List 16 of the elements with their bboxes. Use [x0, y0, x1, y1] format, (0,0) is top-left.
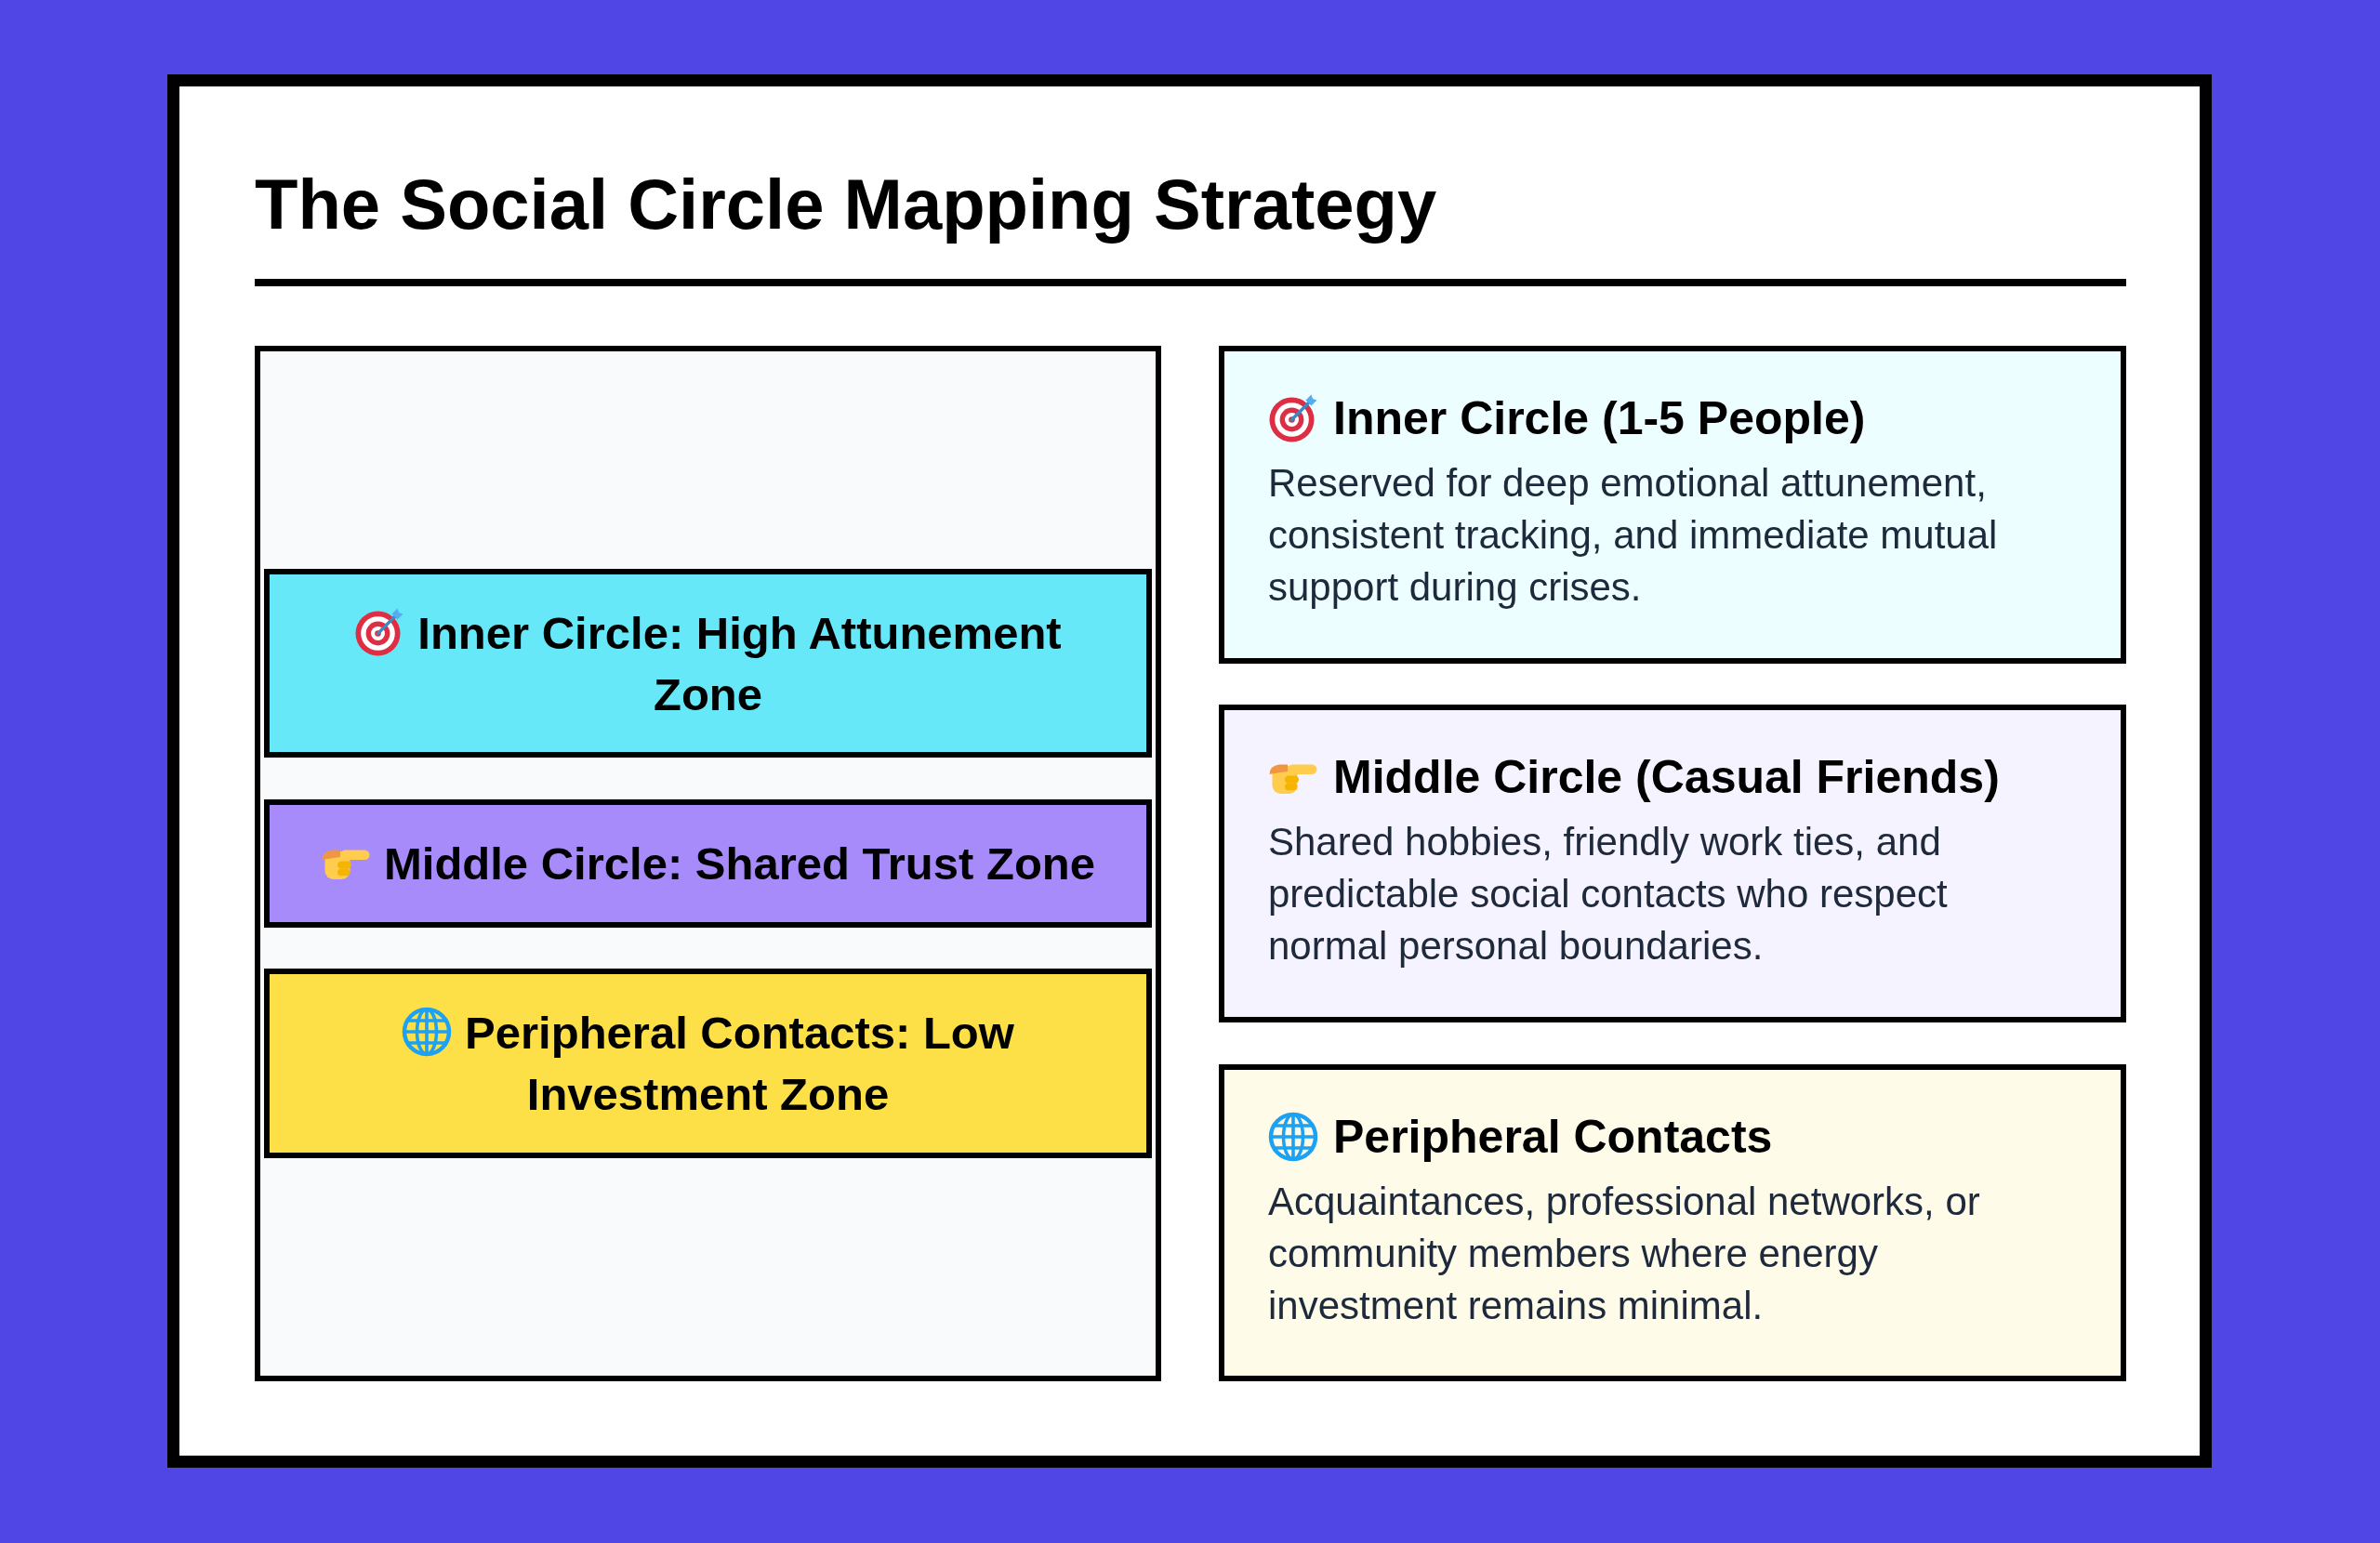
info-card [1219, 705, 2126, 1022]
card-description: Reserved for deep emotional attunement, consistent tracking, and immediate mutual support during crises. [1268, 460, 1999, 611]
card-description: Shared hobbies, friendly work ties, and predictable social contacts who respect normal personal boundaries. [1268, 819, 1949, 969]
card-heading: Middle Circle (Casual Friends) [1333, 750, 2000, 805]
zone-band [264, 799, 1152, 928]
card-heading: Peripheral Contacts [1333, 1110, 1773, 1165]
zone-label: Inner Circle: High Attunement Zone [417, 607, 1062, 719]
card-heading: Inner Circle (1-5 People) [1333, 391, 1866, 446]
zone-panel [255, 346, 1161, 1381]
zone-band [264, 569, 1152, 758]
zone-band [264, 969, 1152, 1158]
card-description: Acquaintances, professional networks, or community members where energy investment remains minimal. [1268, 1179, 1981, 1329]
info-card [1219, 346, 2126, 664]
info-card [1219, 1064, 2126, 1381]
zone-label: Middle Circle: Shared Trust Zone [383, 838, 1096, 889]
zone-label: Peripheral Contacts: Low Investment Zone [465, 1008, 1014, 1119]
